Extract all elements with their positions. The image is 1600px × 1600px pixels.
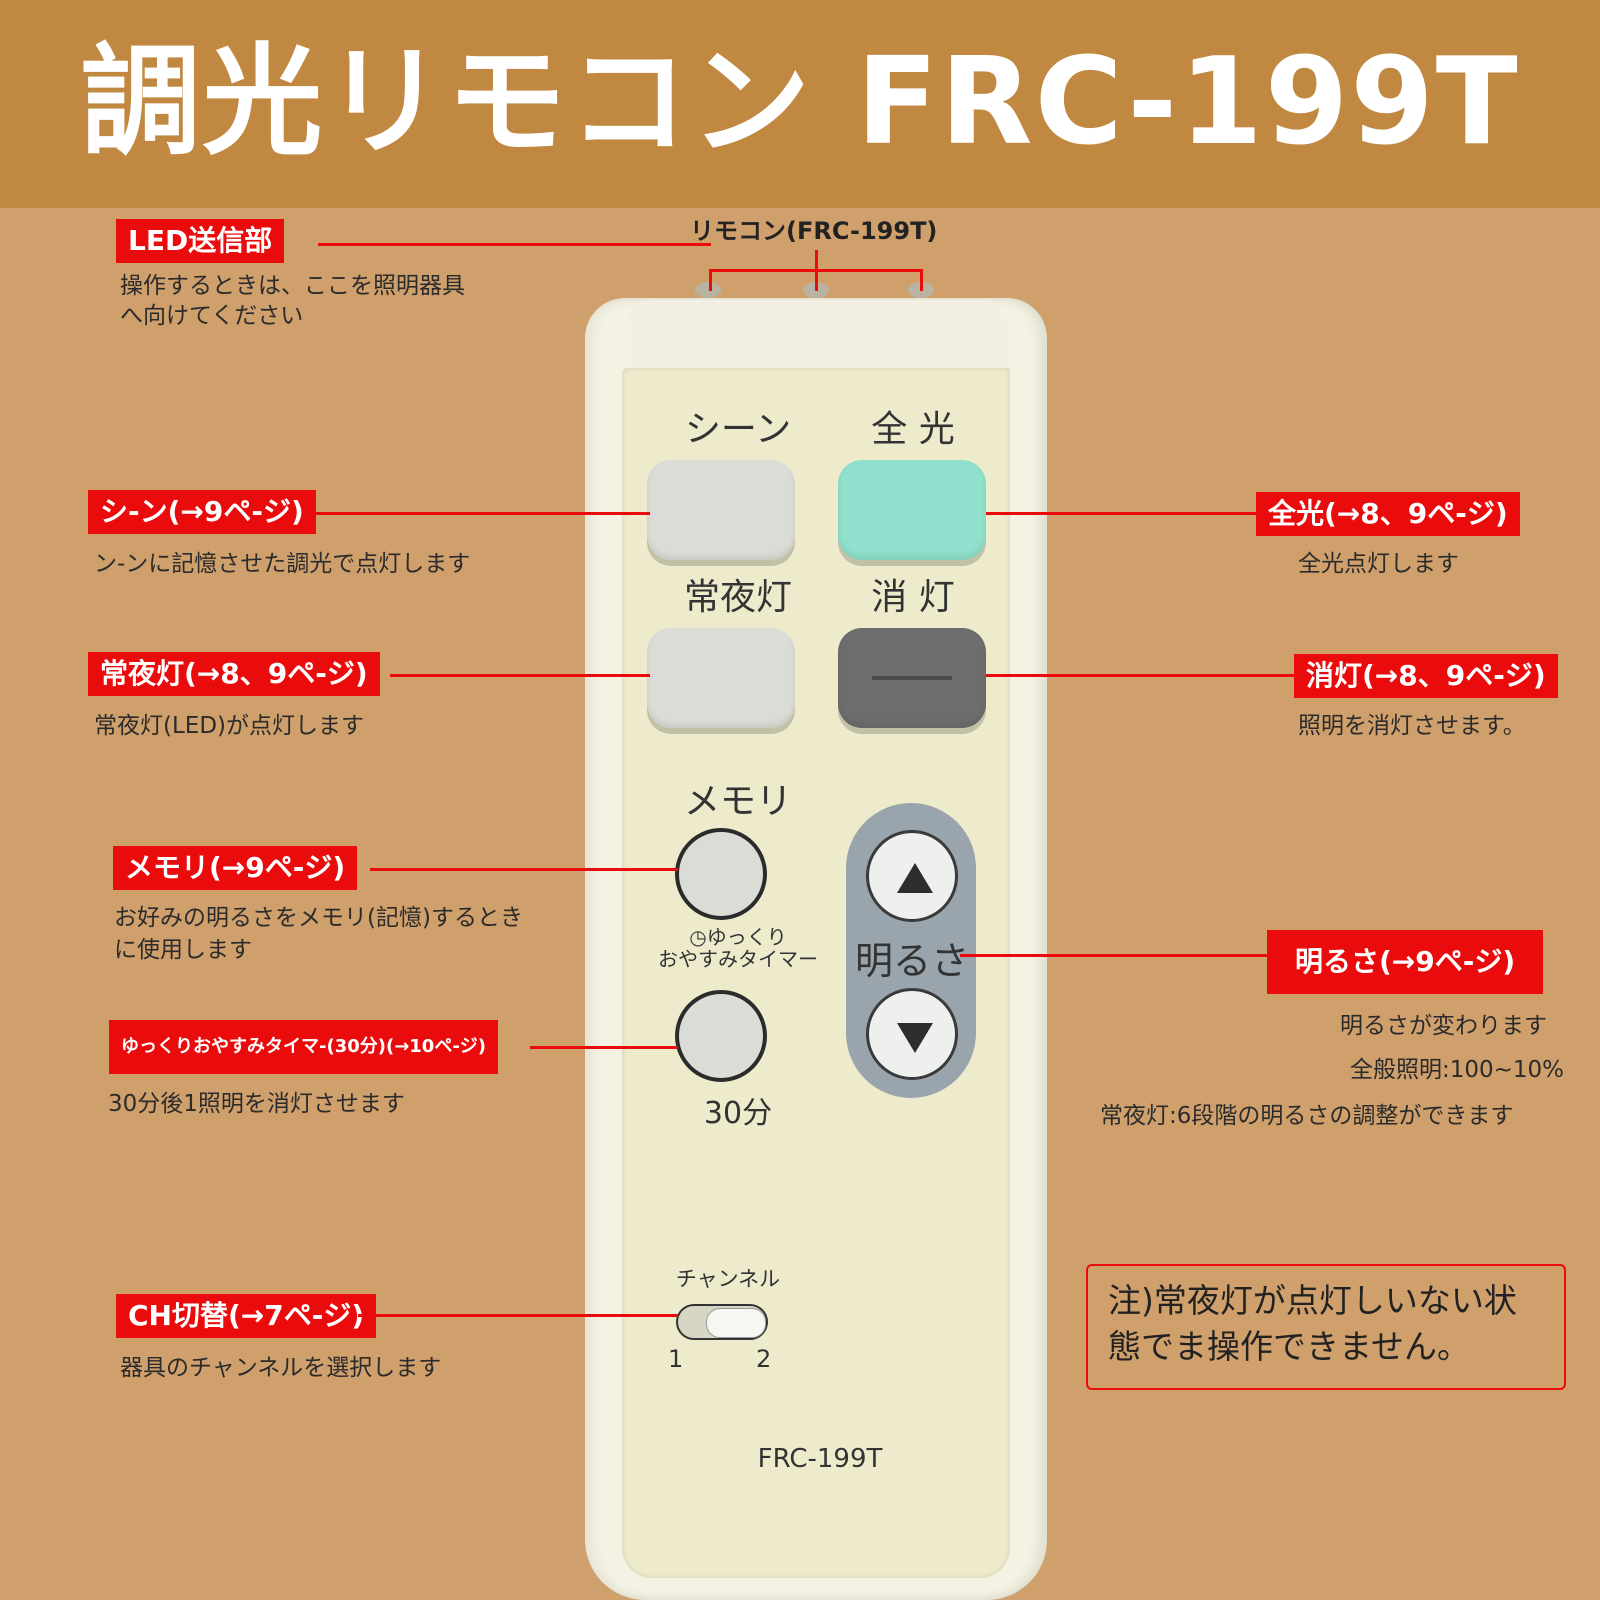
header-banner: 調光リモコン FRC-199T [0,0,1600,208]
off-desc: 照明を消灯させます。 [1298,713,1526,739]
timer-label-line1: ゆっくり [706,925,787,949]
full-desc: 全光点灯します [1298,551,1459,577]
scene-tag: シ-ン(→9ペ-ジ) [88,490,316,534]
memory-desc-1: お好みの明るさをメモリ(記憶)するとき [114,905,523,931]
ch-tag: CH切替(→7ペ-ジ) [116,1294,377,1338]
timer-label-line2: おやすみタイマー [658,947,818,971]
timer-button[interactable] [675,990,767,1082]
channel-label: チャンネル [675,1267,781,1291]
off-button-bar [872,676,952,680]
night-light-label: 常夜灯 [683,577,792,618]
off-tag: 消灯(→8、9ペ-ジ) [1294,654,1558,698]
scene-label: シーン [684,409,792,450]
full-connector [986,512,1258,515]
brightness-label: 明るさ [854,939,969,983]
led-desc-2: へ向けてください [120,303,304,329]
night-tag: 常夜灯(→8、9ペ-ジ) [88,652,380,696]
brightness-tag: 明るさ(→9ペ-ジ) [1267,930,1544,994]
full-light-label: 全 光 [871,409,955,450]
channel-switch-knob[interactable] [706,1308,766,1338]
brightness-desc-2: 全般照明:100~10% [1350,1057,1565,1083]
channel-1-label: 1 [668,1345,684,1373]
ch-connector [358,1314,678,1317]
full-tag: 全光(→8、9ペ-ジ) [1256,492,1520,536]
full-light-button[interactable] [838,460,986,560]
note-box: 注)常夜灯が点灯しいない状 態でま操作できません。 [1086,1264,1566,1390]
timer-connector [530,1046,678,1049]
timer-tag: ゆっくりおやすみタイマ-(30分)(→10ペ-ジ) [109,1020,499,1074]
off-label: 消 灯 [871,577,955,618]
page-title: 調光リモコン FRC-199T [80,33,1520,172]
model-label: FRC-199T [757,1444,883,1474]
remote-top-cap [625,300,1010,370]
memory-tag: メモリ(→9ペ-ジ) [113,846,358,890]
off-connector [986,674,1296,677]
brightness-desc-1: 明るさが変わります [1340,1013,1547,1039]
brightness-up-button[interactable] [866,830,958,922]
remote-caption: リモコン(FRC-199T) [690,217,938,245]
up-arrow-icon [897,863,933,893]
ch-desc: 器具のチャンネルを選択します [120,1355,442,1381]
memory-connector [370,868,678,871]
timer-desc: 30分後1照明を消灯させます [108,1091,405,1117]
led-tag: LED送信部 [116,219,285,263]
bracket-right [920,269,923,291]
note-line-2: 態でま操作できません。 [1108,1327,1471,1366]
channel-switch[interactable] [676,1304,768,1340]
memory-desc-2: に使用します [114,937,252,963]
led-connector [318,243,711,246]
led-desc-1: 操作するときは、ここを照明器具 [120,273,465,299]
off-button[interactable] [838,628,986,728]
timer-time-label: 30分 [703,1096,773,1131]
memory-label: メモリ [683,781,792,822]
down-arrow-icon [897,1023,933,1053]
brightness-desc-3: 常夜灯:6段階の明るさの調整ができます [1100,1103,1514,1129]
brightness-down-button[interactable] [866,988,958,1080]
scene-button[interactable] [647,460,795,560]
night-desc: 常夜灯(LED)が点灯します [94,713,365,739]
brightness-connector [960,954,1270,957]
memory-button[interactable] [675,828,767,920]
note-line-1: 注)常夜灯が点灯しいない状 [1108,1281,1517,1320]
scene-connector [310,512,650,515]
clock-icon: ◷ [689,925,707,949]
scene-desc: ン-ンに記憶させた調光で点灯します [94,551,471,577]
led-emitter-left [695,282,721,298]
timer-label: ◷ゆっくり おやすみタイマー [640,926,836,970]
night-light-button[interactable] [647,628,795,728]
channel-2-label: 2 [756,1345,772,1373]
night-connector [390,674,650,677]
bracket-left [709,269,712,291]
bracket-center [815,250,818,291]
